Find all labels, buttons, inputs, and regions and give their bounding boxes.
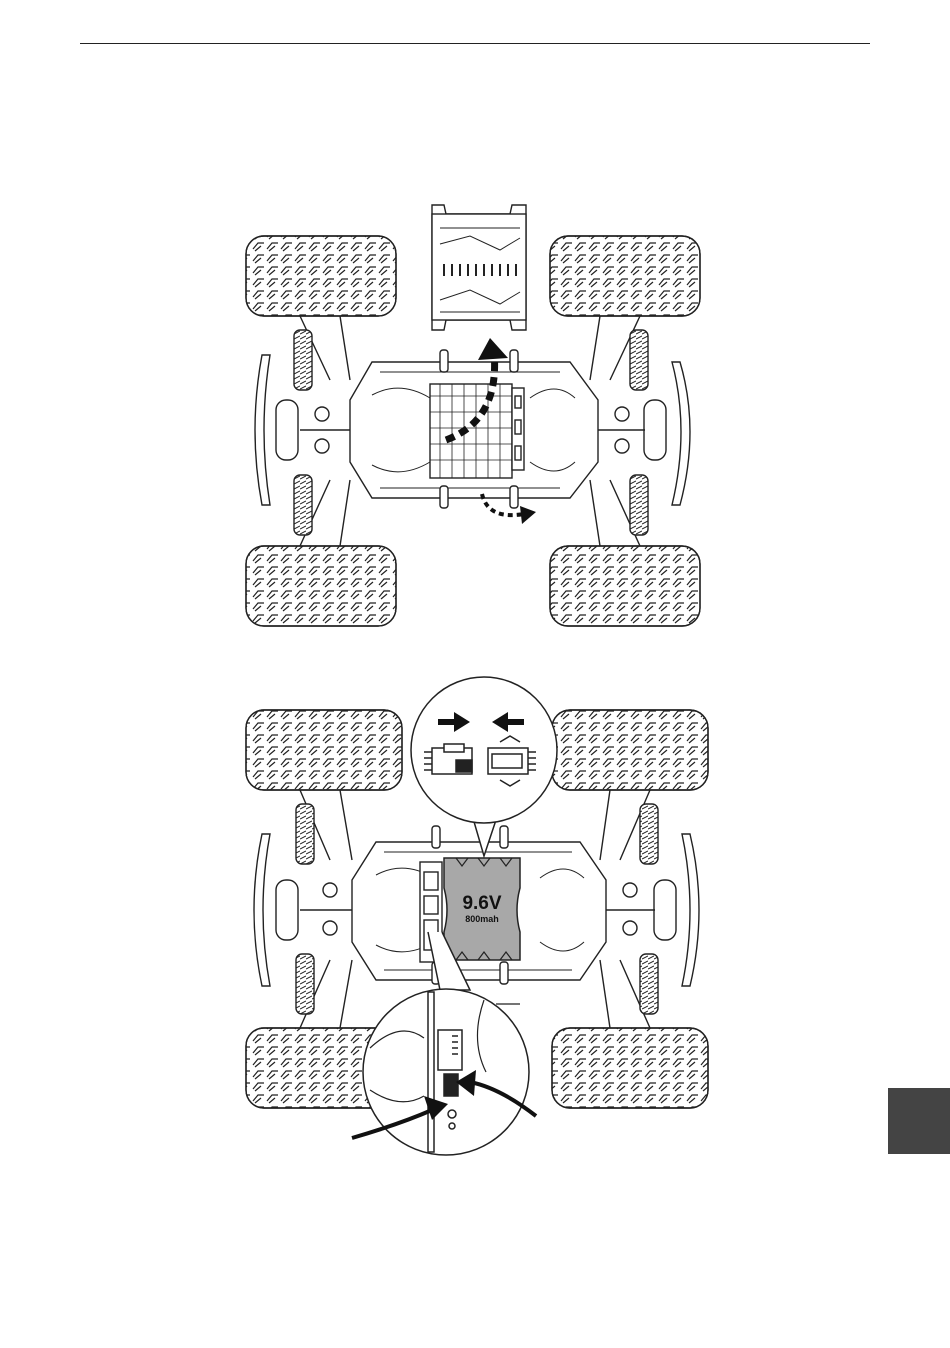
- wheel-front-left: [246, 236, 396, 316]
- wheel-front-left-2: [246, 710, 402, 790]
- battery-capacity-label: 800mah: [465, 914, 499, 924]
- bumper-right: [672, 362, 690, 505]
- wheel-front-right-2: [552, 710, 708, 790]
- battery-pack: 9.6V 800mah: [444, 858, 520, 960]
- wheel-front-right: [550, 236, 700, 316]
- wheel-rear-right: [550, 546, 700, 626]
- shock-rear-right: [630, 475, 648, 535]
- battery-voltage-label: 9.6V: [462, 893, 501, 914]
- battery-cover: [432, 205, 526, 330]
- shock-front-left: [294, 330, 312, 390]
- bumper-left: [255, 355, 270, 505]
- figure-1-chassis-cover-off: [246, 205, 700, 626]
- power-switch: [444, 1074, 458, 1096]
- wheel-rear-left: [246, 546, 396, 626]
- shock-front-right: [630, 330, 648, 390]
- shock-rear-left: [294, 475, 312, 535]
- section-tab: [888, 1088, 950, 1154]
- wheel-rear-right-2: [552, 1028, 708, 1108]
